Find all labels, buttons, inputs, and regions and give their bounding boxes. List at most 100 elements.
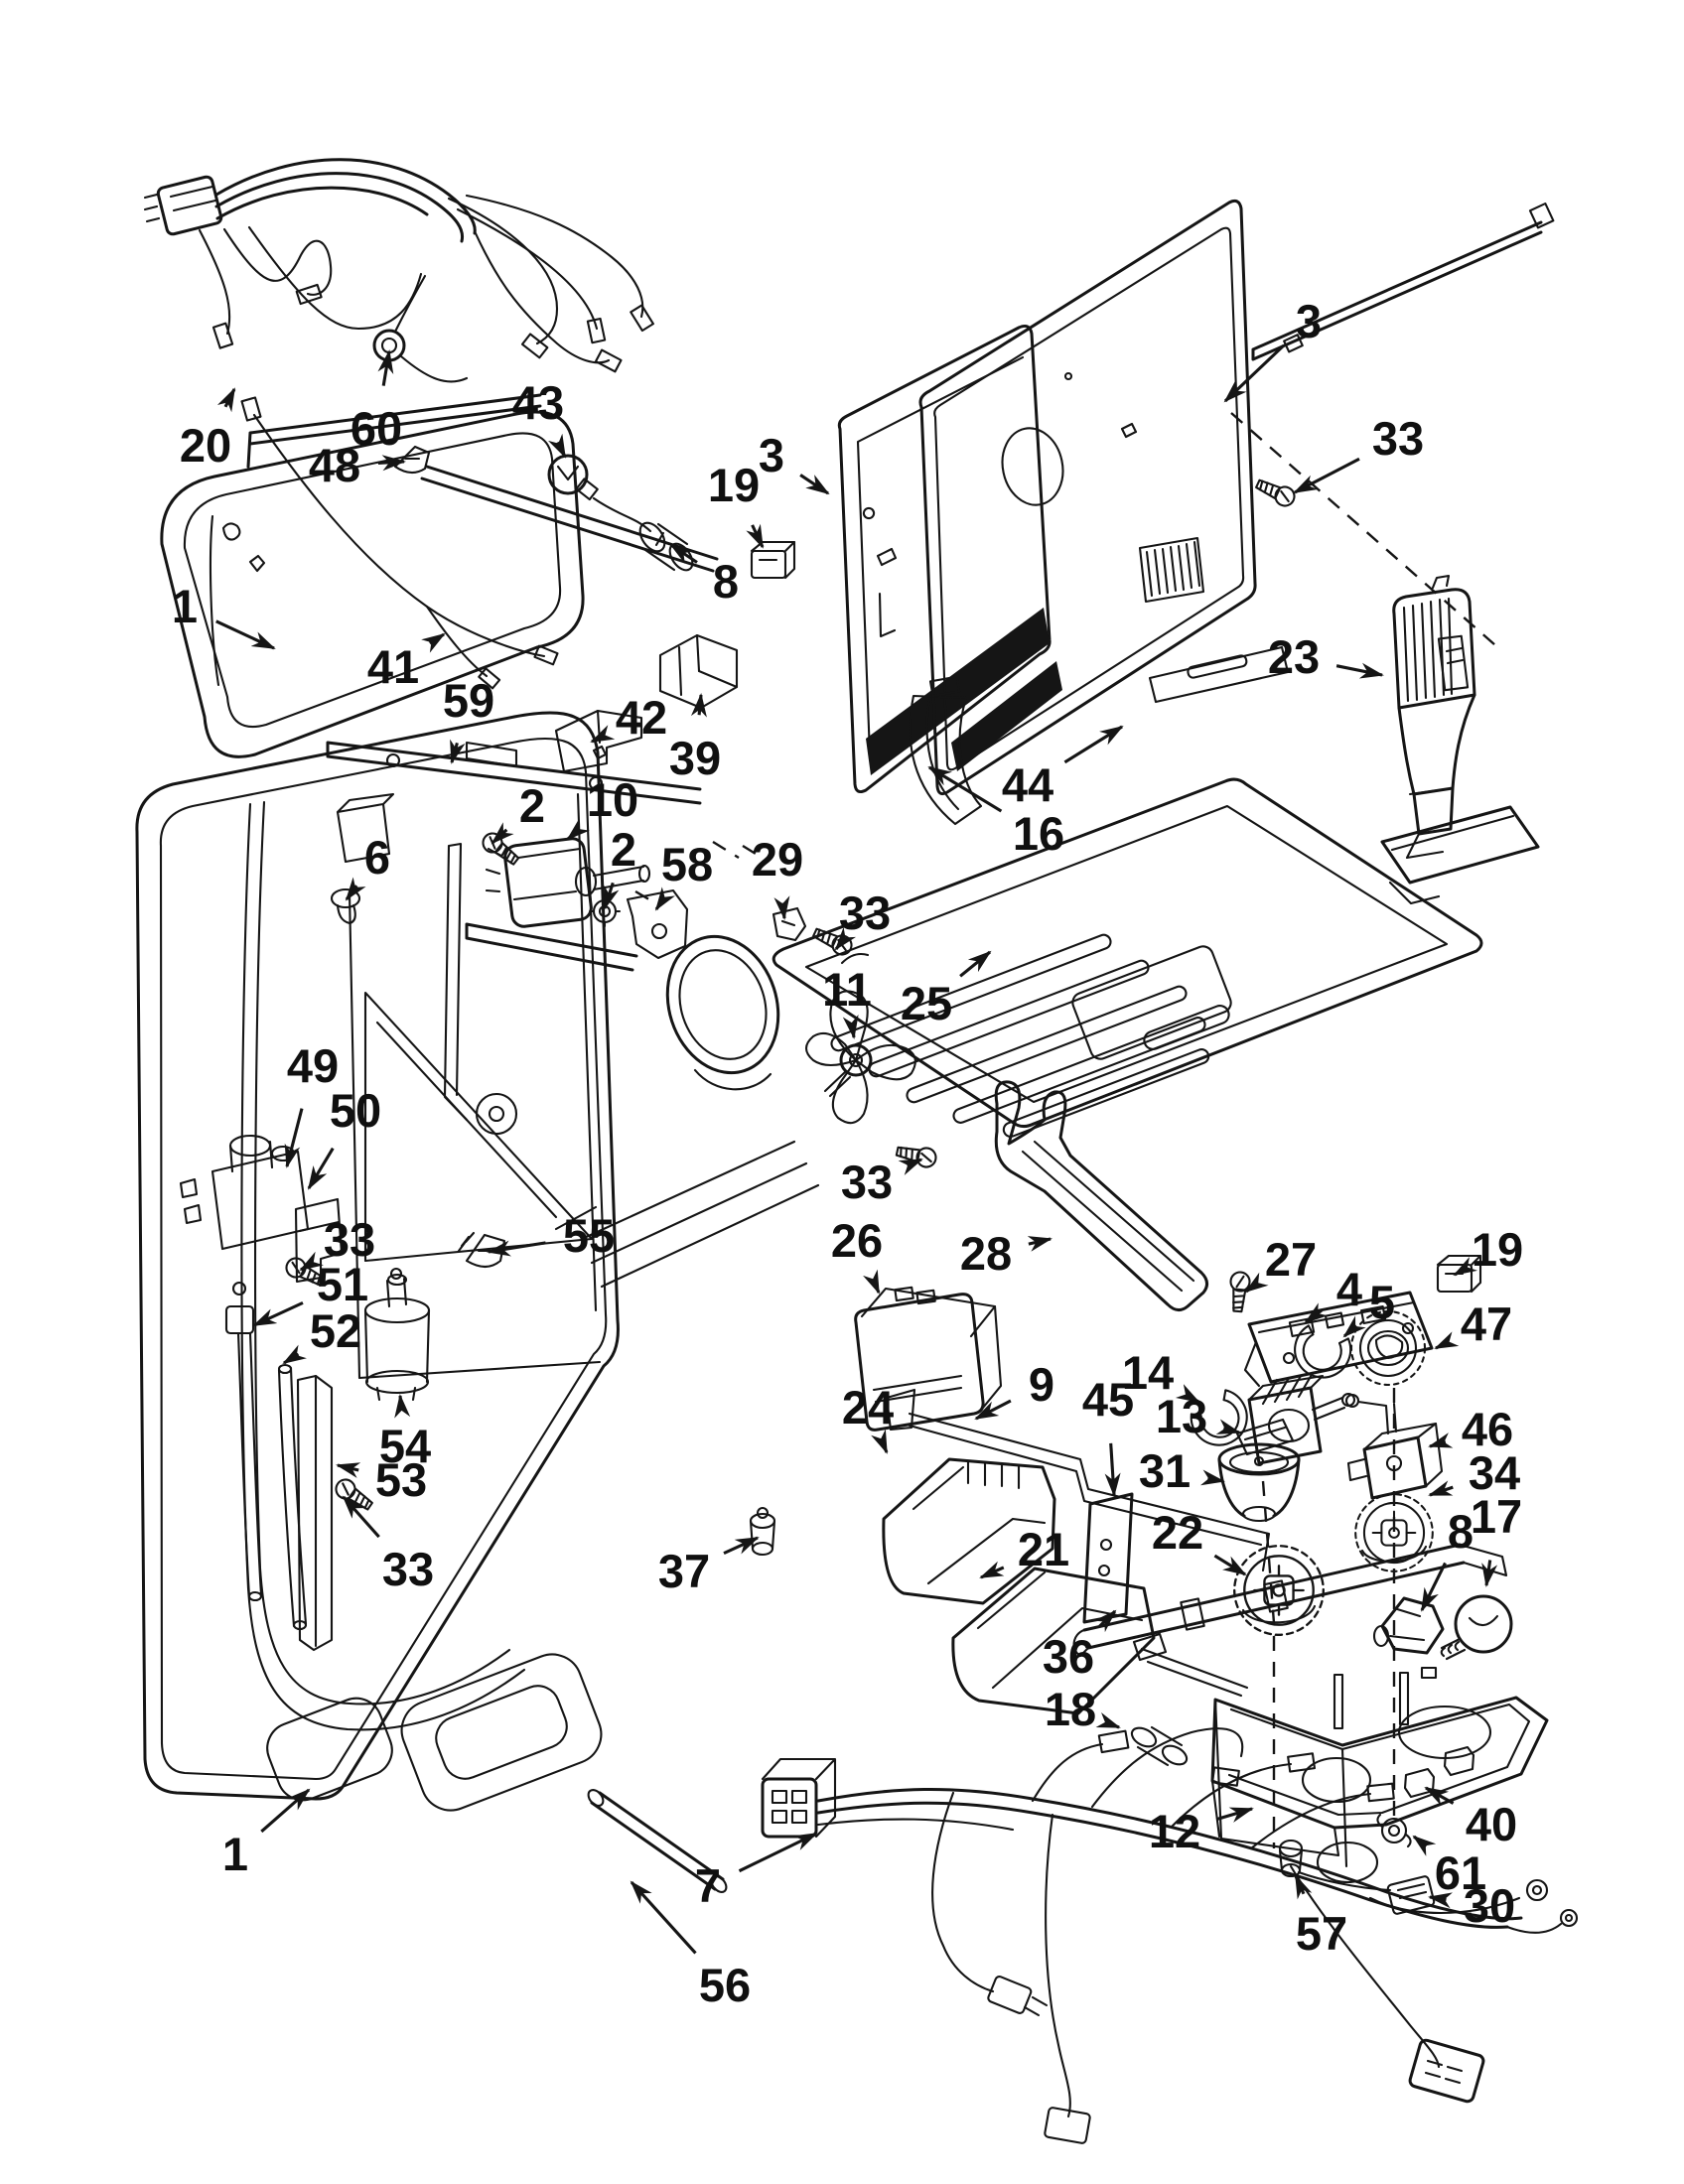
leader-arrow	[746, 523, 765, 549]
leader-arrow	[834, 926, 857, 951]
freezer-lamp	[1372, 1594, 1513, 1661]
leader-arrow	[215, 619, 276, 650]
part-number-label: 23	[1268, 630, 1320, 683]
screw-33-b	[894, 1141, 939, 1170]
part-number-label: 60	[351, 402, 402, 455]
leader-arrow	[1335, 662, 1384, 679]
part-number-label: 47	[1461, 1297, 1512, 1350]
part-number-label: 55	[563, 1209, 615, 1262]
callout-9-37: 9	[974, 1358, 1054, 1421]
callout-4-30: 4	[1304, 1263, 1362, 1324]
control-board-4	[1243, 1291, 1434, 1406]
part-number-label: 46	[1462, 1403, 1513, 1455]
callout-51-61: 51	[252, 1258, 368, 1327]
part-number-label: 27	[1265, 1233, 1317, 1286]
divider-sheet-45	[1082, 1492, 1134, 1624]
callout-10-16: 10	[566, 773, 638, 841]
part-number-label: 33	[841, 1156, 893, 1208]
part-number-label: 42	[616, 691, 667, 744]
holder-46	[1344, 1393, 1444, 1500]
part-number-label: 24	[842, 1381, 894, 1433]
evaporator-fan-assembly	[330, 828, 939, 1170]
fill-tube-51	[224, 1281, 263, 1602]
callout-43-3: 43	[512, 376, 567, 459]
part-number-label: 2	[611, 823, 636, 876]
leader-arrow	[1175, 1384, 1200, 1404]
leader-arrow	[1063, 725, 1124, 764]
callout-8-5: 8	[669, 543, 739, 608]
part-number-label: 58	[661, 838, 713, 890]
part-number-label: 39	[669, 732, 721, 784]
callout-12-48: 12	[1149, 1805, 1254, 1857]
part-number-label: 20	[180, 419, 231, 472]
part-number-label: 4	[1336, 1263, 1362, 1315]
callout-24-38: 24	[842, 1381, 894, 1454]
part-number-label: 61	[1435, 1846, 1486, 1899]
support-frame-36	[1072, 1543, 1508, 1767]
callout-1-10: 1	[172, 580, 276, 650]
part-number-label: 49	[287, 1039, 339, 1092]
leader-arrow	[284, 1108, 304, 1168]
callout-34-41: 34	[1428, 1446, 1520, 1499]
part-number-label: 33	[839, 887, 891, 939]
callout-13-36: 13	[1156, 1390, 1241, 1442]
callout-57-52: 57	[1294, 1874, 1347, 1960]
part-number-label: 34	[1469, 1446, 1520, 1499]
fan-motor-10	[485, 837, 651, 928]
callout-33-26: 33	[841, 1156, 923, 1208]
screw-33-top-right	[1252, 474, 1299, 510]
callout-2-15: 2	[491, 779, 545, 845]
part-number-label: 2	[519, 779, 545, 832]
leader-arrow	[377, 455, 406, 472]
spacer-blocks-40	[1403, 1745, 1475, 1799]
leader-arrow	[1428, 1480, 1454, 1497]
leader-arrow	[630, 1880, 697, 1955]
callout-33-65: 33	[342, 1495, 434, 1595]
top-wiring-harness	[143, 158, 654, 383]
leader-arrow	[974, 1399, 1012, 1421]
part-number-label: 48	[309, 439, 360, 491]
fan-shroud	[665, 934, 780, 1091]
leader-arrow	[927, 765, 1003, 813]
end-connector	[1408, 2038, 1485, 2104]
part-number-label: 11	[822, 963, 872, 1016]
part-number-label: 1	[172, 580, 198, 632]
leader-arrow	[1428, 1433, 1454, 1448]
callout-11-25: 11	[822, 963, 872, 1039]
leader-arrow	[738, 1832, 818, 1873]
defrost-drain-tray-25	[772, 777, 1483, 1138]
part-number-label: 56	[699, 1959, 751, 2011]
clip-19-top	[750, 540, 796, 580]
bulb-18	[1130, 1725, 1189, 1767]
suction-fork-28	[994, 1080, 1208, 1311]
divider-strip-44	[1148, 645, 1290, 704]
callout-46-40: 46	[1428, 1403, 1513, 1455]
tray-ridge	[1071, 945, 1232, 1060]
evaporator-cover-outer-3	[918, 200, 1555, 795]
part-number-label: 53	[375, 1453, 427, 1506]
leader-arrow	[773, 895, 790, 920]
leader-arrow	[566, 818, 590, 841]
motor-bracket-58	[465, 888, 689, 972]
leader-arrow	[216, 387, 236, 413]
leader-arrow	[1420, 1562, 1447, 1612]
leader-arrow	[491, 822, 514, 845]
part-number-label: 33	[1372, 412, 1424, 465]
callout-26-27: 26	[831, 1214, 883, 1295]
leader-arrow	[1428, 1892, 1453, 1909]
leader-arrow	[548, 433, 567, 459]
plug-57	[1278, 1839, 1304, 1878]
callout-60-1: 60	[351, 349, 402, 455]
leader-arrow	[1424, 1786, 1455, 1806]
part-number-label: 19	[708, 459, 760, 511]
leader-arrow	[1095, 1711, 1121, 1729]
part-number-label: 18	[1045, 1683, 1096, 1735]
callout-33-8: 33	[1293, 412, 1424, 494]
part-number-label: 28	[960, 1227, 1012, 1280]
leader-arrow	[1434, 1331, 1460, 1350]
tube-52	[277, 1363, 308, 1631]
part-number-label: 7	[695, 1859, 721, 1912]
leader-arrow	[871, 1429, 889, 1454]
callout-52-62: 52	[282, 1304, 361, 1365]
